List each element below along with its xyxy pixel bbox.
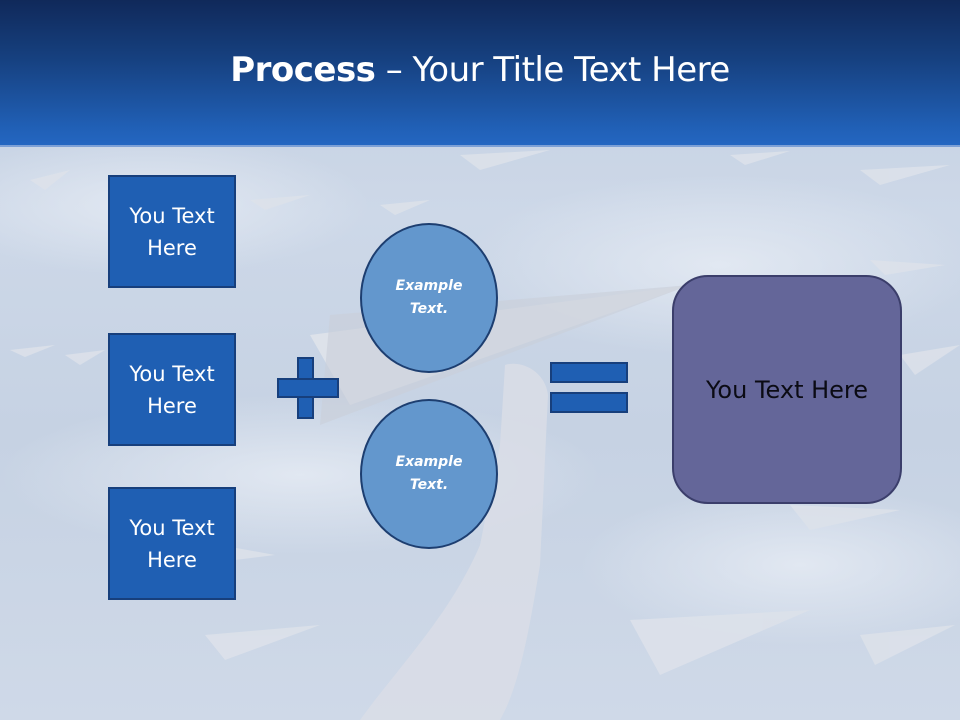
input-box-1[interactable]: You Text Here <box>108 175 236 288</box>
input-box-label: You Text Here <box>129 361 215 418</box>
result-box[interactable]: You Text Here <box>672 275 902 504</box>
title-text: – Your Title Text Here <box>375 50 731 90</box>
input-box-2[interactable]: You Text Here <box>108 333 236 446</box>
equals-bottom-bar <box>550 392 628 413</box>
input-box-3[interactable]: You Text Here <box>108 487 236 600</box>
result-label: You Text Here <box>705 375 869 404</box>
slide-title[interactable]: Process – Your Title Text Here <box>0 50 960 90</box>
title-bold-word: Process <box>230 50 376 90</box>
circle-label: Example Text. <box>395 454 463 493</box>
circle-label: Example Text. <box>395 278 463 317</box>
example-circle-2[interactable]: Example Text. <box>360 399 498 549</box>
example-circle-1[interactable]: Example Text. <box>360 223 498 373</box>
title-bar: Process – Your Title Text Here <box>0 0 960 147</box>
input-box-label: You Text Here <box>129 515 215 572</box>
input-box-label: You Text Here <box>129 203 215 260</box>
equals-top-bar <box>550 362 628 383</box>
plus-center-fill <box>299 380 312 396</box>
